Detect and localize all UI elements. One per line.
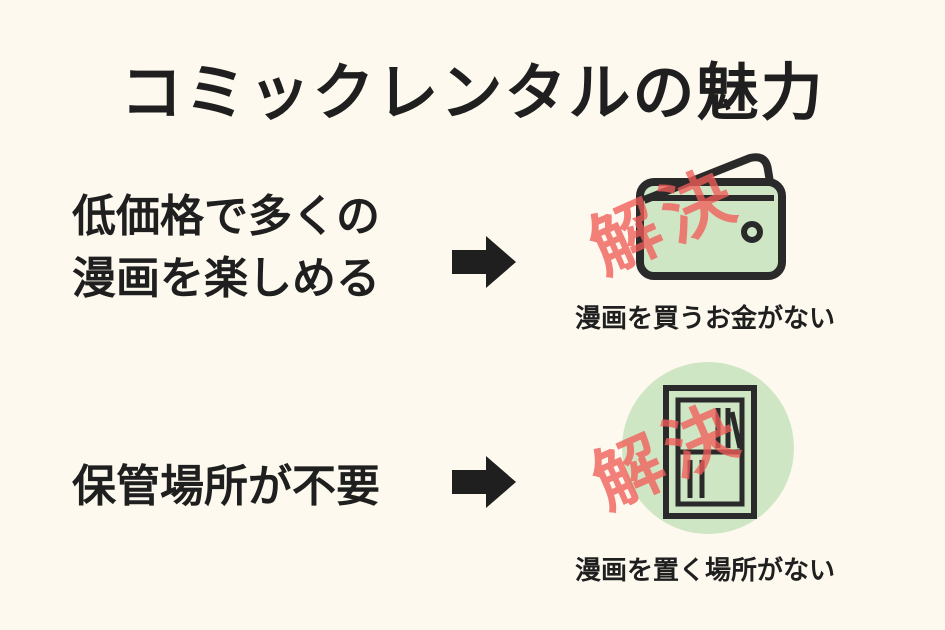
benefit-low-price: 低価格で多くの 漫画を楽しめる (72, 186, 380, 310)
page-title: コミックレンタルの魅力 (120, 56, 825, 129)
benefit-line: 漫画を楽しめる (72, 253, 380, 304)
wallet-icon (636, 153, 786, 280)
bookshelf-icon (622, 362, 794, 534)
arrow-right-icon (452, 236, 516, 288)
problem-caption: 漫画を買うお金がない (574, 304, 835, 334)
benefit-line: 低価格で多くの (72, 191, 380, 242)
problem-caption: 漫画を置く場所がない (574, 556, 835, 586)
arrow-right-icon (452, 456, 516, 508)
benefit-line: 保管場所が不要 (72, 461, 380, 512)
benefit-no-storage: 保管場所が不要 (72, 456, 380, 518)
